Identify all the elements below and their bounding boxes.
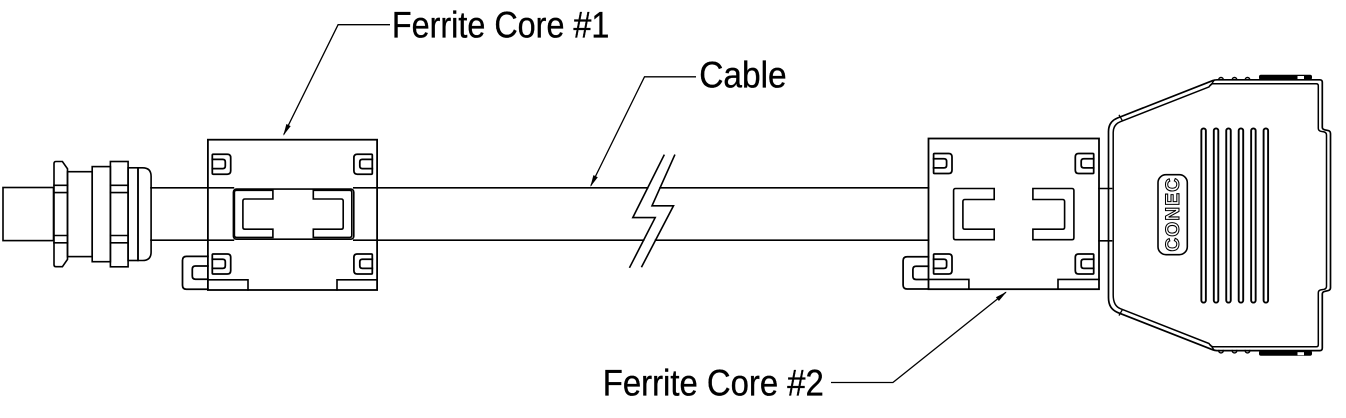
- svg-text:Ferrite Core #2: Ferrite Core #2: [603, 363, 824, 404]
- svg-text:CONEC: CONEC: [1163, 177, 1184, 252]
- svg-text:Ferrite Core #1: Ferrite Core #1: [392, 4, 610, 45]
- svg-text:Cable: Cable: [699, 54, 787, 95]
